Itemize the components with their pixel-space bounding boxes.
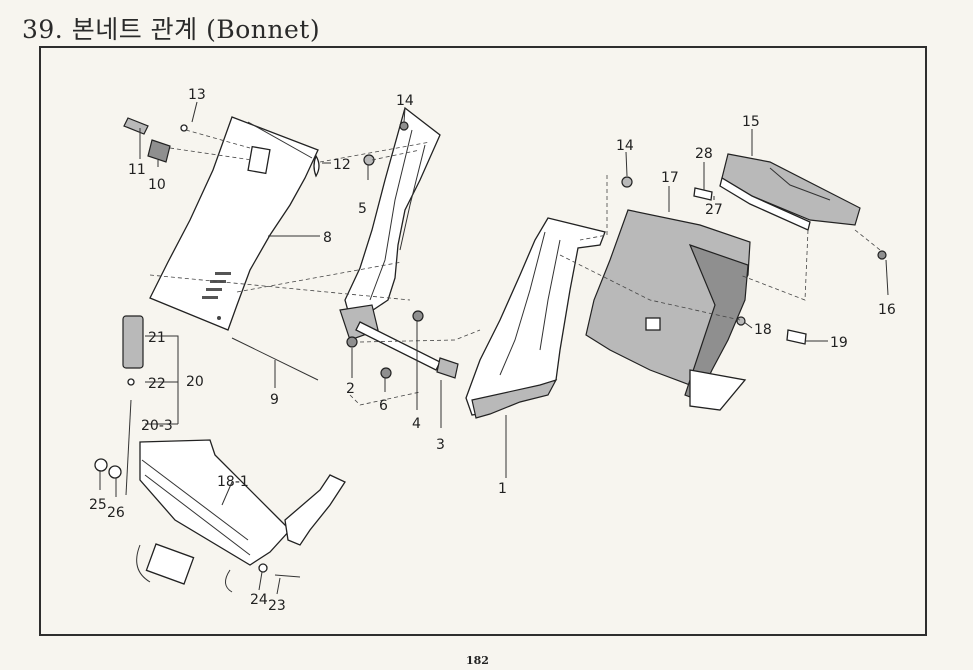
callout-21: 21 xyxy=(148,330,166,346)
callout-1: 1 xyxy=(498,481,507,497)
callout-24: 24 xyxy=(250,592,268,608)
page-title: 39. 본네트 관계 (Bonnet) xyxy=(22,15,321,44)
callout-15: 15 xyxy=(742,114,760,130)
bonnet-panel-part xyxy=(149,116,319,331)
rod-part xyxy=(231,337,319,381)
callout-9: 9 xyxy=(270,392,279,408)
latch-parts xyxy=(123,117,253,163)
frame-part xyxy=(136,439,346,593)
diagram-frame xyxy=(39,46,927,636)
callout-18-1: 18-1 xyxy=(217,474,249,490)
callout-17: 17 xyxy=(661,170,679,186)
callout-14-right: 14 xyxy=(616,138,634,154)
clip-part xyxy=(313,154,320,178)
callout-14-left: 14 xyxy=(396,93,414,109)
assembly-lines xyxy=(149,141,881,406)
rear-cover-part xyxy=(585,209,751,411)
callout-18: 18 xyxy=(754,322,772,338)
callout-5: 5 xyxy=(358,201,367,217)
leader-lines xyxy=(99,101,889,595)
callout-28: 28 xyxy=(695,146,713,162)
callout-16: 16 xyxy=(878,302,896,318)
callout-8: 8 xyxy=(323,230,332,246)
callout-20: 20 xyxy=(186,374,204,390)
nut-parts xyxy=(94,458,301,578)
jack-parts xyxy=(122,315,144,496)
callout-12: 12 xyxy=(333,157,351,173)
bonnet-bracket-part xyxy=(339,106,459,379)
callout-20-3: 20-3 xyxy=(141,418,173,434)
side-cover-part xyxy=(465,217,606,419)
callout-23: 23 xyxy=(268,598,286,614)
callout-3: 3 xyxy=(436,437,445,453)
callout-27: 27 xyxy=(705,202,723,218)
callout-4: 4 xyxy=(412,416,421,432)
callout-10: 10 xyxy=(148,177,166,193)
callout-26: 26 xyxy=(107,505,125,521)
callout-2: 2 xyxy=(346,381,355,397)
callout-22: 22 xyxy=(148,376,166,392)
callout-6: 6 xyxy=(379,398,388,414)
callout-11: 11 xyxy=(128,162,146,178)
callout-19: 19 xyxy=(830,335,848,351)
callout-13: 13 xyxy=(188,87,206,103)
callout-25: 25 xyxy=(89,497,107,513)
page-number: 182 xyxy=(466,654,489,667)
support-bracket-part xyxy=(719,153,861,231)
fasteners xyxy=(363,121,887,379)
callout-labels: 1 2 3 4 5 6 8 9 10 11 12 13 14 14 15 16 … xyxy=(89,87,896,614)
